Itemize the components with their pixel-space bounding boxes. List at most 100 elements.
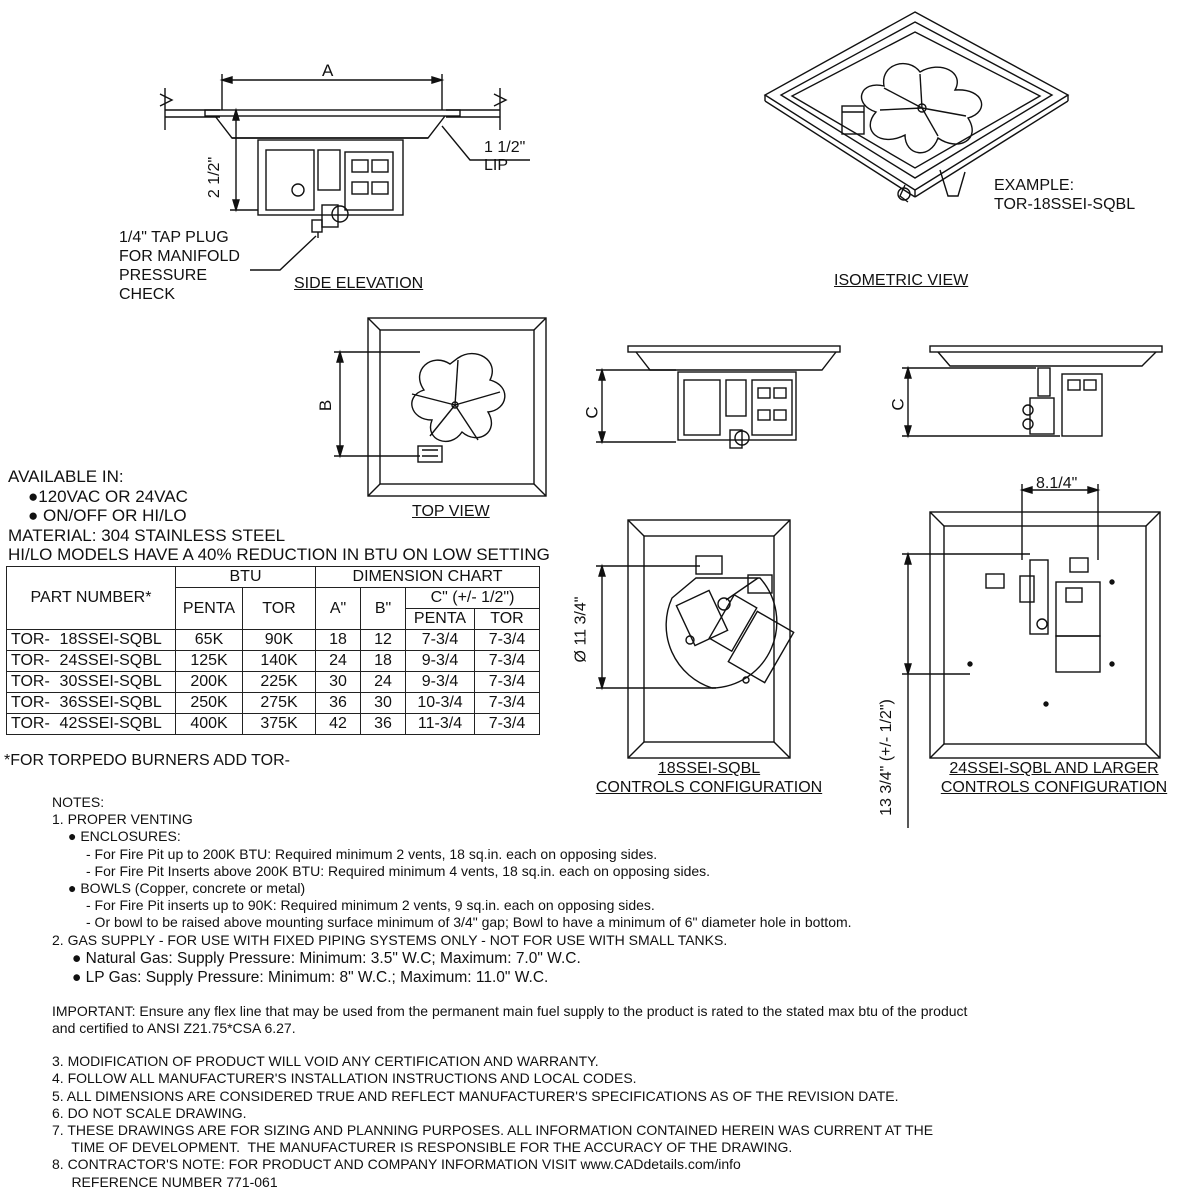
- table-row: TOR- 36SSEI-SQBL 250K 275K 36 30 10-3/4 …: [5, 692, 540, 714]
- note-7: 7. THESE DRAWINGS ARE FOR SIZING AND PLA…: [52, 1122, 934, 1139]
- row-b: 30: [360, 692, 406, 714]
- note-8: 8. CONTRACTOR'S NOTE: FOR PRODUCT AND CO…: [52, 1156, 741, 1173]
- row-penta: 200K: [175, 671, 243, 693]
- lip-label-2: LIP: [484, 157, 509, 174]
- torpedo-footnote: *FOR TORPEDO BURNERS ADD TOR-: [4, 752, 290, 769]
- row-prefix: TOR-: [5, 713, 56, 735]
- dimension-chart-header: DIMENSION CHART: [315, 566, 540, 588]
- tap-plug-line-1: 1/4" TAP PLUG: [119, 229, 229, 246]
- row-c-tor: 7-3/4: [474, 629, 540, 651]
- available-control: ● ON/OFF OR HI/LO: [28, 506, 187, 525]
- note-6: 6. DO NOT SCALE DRAWING.: [52, 1104, 247, 1121]
- availability-block: AVAILABLE IN: ●120VAC OR 24VAC ● ON/OFF …: [8, 467, 550, 565]
- row-c-tor: 7-3/4: [474, 650, 540, 672]
- important-line-2: and certified to ANSI Z21.75*CSA 6.27.: [52, 1020, 296, 1037]
- row-penta: 125K: [175, 650, 243, 672]
- note-1b: ● BOWLS (Copper, concrete or metal): [68, 880, 306, 897]
- row-c-penta: 9-3/4: [405, 650, 475, 672]
- row-c-penta: 7-3/4: [405, 629, 475, 651]
- dim-c-label-2: C: [888, 398, 908, 411]
- row-part: 24SSEI-SQBL: [55, 650, 176, 672]
- row-prefix: TOR-: [5, 692, 56, 714]
- note-1: 1. PROPER VENTING: [52, 811, 193, 828]
- side-elevation-title: SIDE ELEVATION: [294, 275, 424, 292]
- part-number-header: PART NUMBER*: [6, 566, 176, 630]
- isometric-drawing: [763, 11, 1070, 203]
- note-3: 3. MODIFICATION OF PRODUCT WILL VOID ANY…: [52, 1053, 599, 1070]
- important-line-1: IMPORTANT: Ensure any flex line that may…: [52, 1002, 968, 1019]
- row-part: 42SSEI-SQBL: [55, 713, 176, 735]
- row-c-tor: 7-3/4: [474, 671, 540, 693]
- tap-plug-line-3: PRESSURE: [119, 267, 208, 284]
- row-part: 36SSEI-SQBL: [55, 692, 176, 714]
- controls-config-24-drawing: [902, 484, 1161, 828]
- dimension-table: PART NUMBER* BTU DIMENSION CHART PENTA T…: [5, 566, 540, 735]
- top-view-title: TOP VIEW: [412, 503, 490, 520]
- row-tor: 275K: [242, 692, 316, 714]
- row-prefix: TOR-: [5, 671, 56, 693]
- table-row: TOR- 24SSEI-SQBL 125K 140K 24 18 9-3/4 7…: [5, 650, 540, 672]
- c-header: C" (+/- 1/2"): [405, 587, 540, 609]
- note-1b1: - For Fire Pit inserts up to 90K: Requir…: [86, 897, 655, 914]
- hilo-line: HI/LO MODELS HAVE A 40% REDUCTION IN BTU…: [8, 545, 550, 564]
- row-c-penta: 10-3/4: [405, 692, 475, 714]
- available-heading: AVAILABLE IN:: [8, 467, 124, 486]
- row-tor: 140K: [242, 650, 316, 672]
- row-a: 30: [315, 671, 361, 693]
- table-row: TOR- 42SSEI-SQBL 400K 375K 42 36 11-3/4 …: [5, 713, 540, 735]
- example-label: EXAMPLE:: [994, 177, 1075, 194]
- config-18-title-2: CONTROLS CONFIGURATION: [595, 779, 823, 796]
- note-2a: ● Natural Gas: Supply Pressure: Minimum:…: [72, 949, 581, 967]
- config-18-title-1: 18SSEI-SQBL: [657, 760, 761, 777]
- dim-a-label: A: [322, 61, 334, 80]
- table-row: TOR- 18SSEI-SQBL 65K 90K 18 12 7-3/4 7-3…: [5, 629, 540, 651]
- notes-block: NOTES: 1. PROPER VENTING ● ENCLOSURES: -…: [52, 794, 967, 1191]
- row-a: 18: [315, 629, 361, 651]
- row-tor: 225K: [242, 671, 316, 693]
- row-penta: 250K: [175, 692, 243, 714]
- b-header: B": [360, 587, 406, 630]
- row-b: 18: [360, 650, 406, 672]
- tor-header: TOR: [242, 587, 316, 630]
- note-2b: ● LP Gas: Supply Pressure: Minimum: 8" W…: [72, 968, 549, 986]
- note-7b: TIME OF DEVELOPMENT. THE MANUFACTURER IS…: [52, 1139, 793, 1156]
- dim-diam-label: Ø 11 3/4": [572, 596, 590, 663]
- row-penta: 400K: [175, 713, 243, 735]
- note-2: 2. GAS SUPPLY - FOR USE WITH FIXED PIPIN…: [52, 931, 728, 948]
- row-a: 24: [315, 650, 361, 672]
- row-b: 12: [360, 629, 406, 651]
- controls-config-18-drawing: [596, 519, 795, 759]
- row-a: 42: [315, 713, 361, 735]
- isometric-view-title: ISOMETRIC VIEW: [834, 272, 969, 289]
- dim-c-label-1: C: [582, 406, 602, 419]
- c-penta-header: PENTA: [405, 608, 475, 630]
- dim-2half-label: 2 1/2": [206, 156, 224, 199]
- row-tor: 90K: [242, 629, 316, 651]
- side-elevation-drawing: [159, 74, 530, 271]
- row-a: 36: [315, 692, 361, 714]
- note-1a: ● ENCLOSURES:: [68, 828, 181, 845]
- row-part: 18SSEI-SQBL: [55, 629, 176, 651]
- row-penta: 65K: [175, 629, 243, 651]
- table-row: TOR- 30SSEI-SQBL 200K 225K 30 24 9-3/4 7…: [5, 671, 540, 693]
- row-prefix: TOR-: [5, 629, 56, 651]
- note-1a1: - For Fire Pit up to 200K BTU: Required …: [86, 845, 658, 862]
- note-1b2: - Or bowl to be raised above mounting su…: [86, 914, 852, 931]
- btu-header: BTU: [175, 566, 316, 588]
- row-tor: 375K: [242, 713, 316, 735]
- dim-b-label: B: [316, 399, 336, 412]
- tap-plug-line-4: CHECK: [119, 286, 176, 303]
- note-5: 5. ALL DIMENSIONS ARE CONSIDERED TRUE AN…: [52, 1087, 899, 1104]
- notes-heading: NOTES:: [52, 794, 105, 810]
- c-tor-header: TOR: [474, 608, 540, 630]
- note-8b: REFERENCE NUMBER 771-061: [52, 1173, 278, 1190]
- lip-label: 1 1/2": [484, 139, 526, 156]
- side-view-c-18: [596, 345, 841, 449]
- note-1a2: - For Fire Pit Inserts above 200K BTU: R…: [86, 862, 711, 879]
- row-c-tor: 7-3/4: [474, 713, 540, 735]
- row-c-penta: 11-3/4: [405, 713, 475, 735]
- note-4: 4. FOLLOW ALL MANUFACTURER'S INSTALLATIO…: [52, 1070, 637, 1087]
- row-c-penta: 9-3/4: [405, 671, 475, 693]
- a-header: A": [315, 587, 361, 630]
